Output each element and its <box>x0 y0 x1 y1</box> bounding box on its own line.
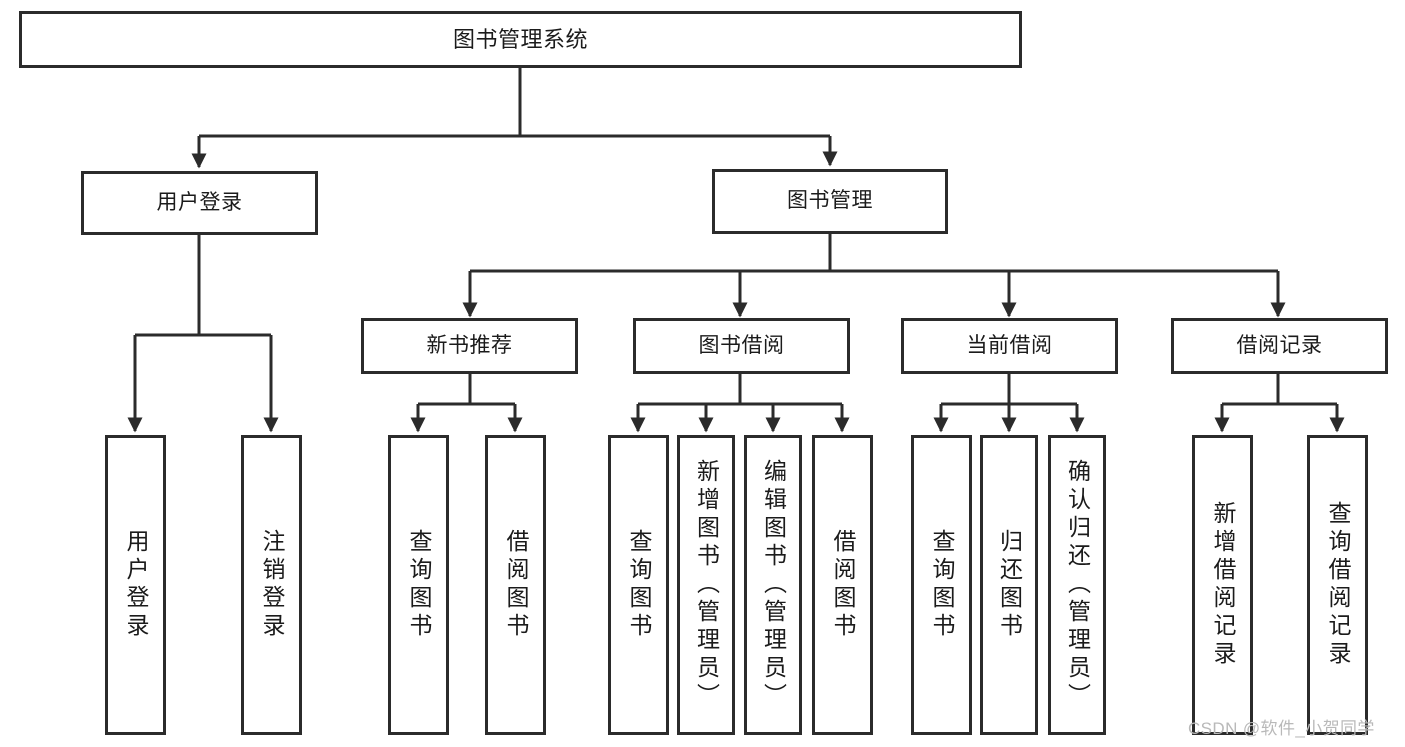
node-book-borrow[interactable]: 图书借阅 <box>633 318 850 374</box>
node-new-book-recommend[interactable]: 新书推荐 <box>361 318 578 374</box>
leaf-current-borrow-confirm[interactable]: 确认归还（管理员） <box>1048 435 1106 735</box>
node-label: 编辑图书（管理员） <box>760 459 787 711</box>
node-book-management[interactable]: 图书管理 <box>712 169 948 234</box>
leaf-book-borrow-edit[interactable]: 编辑图书（管理员） <box>744 435 802 735</box>
leaf-borrow-record-add[interactable]: 新增借阅记录 <box>1192 435 1253 735</box>
leaf-new-book-query[interactable]: 查询图书 <box>388 435 449 735</box>
leaf-book-borrow-query[interactable]: 查询图书 <box>608 435 669 735</box>
node-label: 借阅图书 <box>830 529 856 641</box>
node-label: 新增借阅记录 <box>1210 501 1236 669</box>
leaf-book-borrow-add[interactable]: 新增图书（管理员） <box>677 435 735 735</box>
node-label: 借阅记录 <box>1236 333 1323 357</box>
node-label: 图书管理系统 <box>452 26 588 52</box>
leaf-current-borrow-query[interactable]: 查询图书 <box>911 435 972 735</box>
node-label: 新书推荐 <box>426 333 513 357</box>
leaf-borrow-record-query[interactable]: 查询借阅记录 <box>1307 435 1368 735</box>
node-user-login[interactable]: 用户登录 <box>81 171 318 235</box>
leaf-current-borrow-return[interactable]: 归还图书 <box>980 435 1038 735</box>
node-label: 查询图书 <box>626 529 652 641</box>
node-label: 查询图书 <box>929 529 955 641</box>
node-label: 注销登录 <box>259 529 285 641</box>
csdn-watermark: CSDN @软件_小贺同学 <box>1188 719 1375 738</box>
node-borrow-record[interactable]: 借阅记录 <box>1171 318 1388 374</box>
node-root-system[interactable]: 图书管理系统 <box>19 11 1022 68</box>
node-label: 查询图书 <box>406 529 432 641</box>
node-label: 新增图书（管理员） <box>693 459 720 711</box>
node-label: 用户登录 <box>123 529 149 641</box>
node-label: 借阅图书 <box>503 529 529 641</box>
node-label: 用户登录 <box>156 190 243 214</box>
node-label: 查询借阅记录 <box>1325 501 1351 669</box>
node-label: 图书管理 <box>787 189 873 213</box>
leaf-user-login-login[interactable]: 用户登录 <box>105 435 166 735</box>
node-label: 归还图书 <box>996 529 1023 641</box>
node-label: 确认归还（管理员） <box>1064 459 1091 711</box>
leaf-user-login-logout[interactable]: 注销登录 <box>241 435 302 735</box>
node-label: 当前借阅 <box>966 333 1053 357</box>
leaf-book-borrow-borrow[interactable]: 借阅图书 <box>812 435 873 735</box>
leaf-new-book-borrow[interactable]: 借阅图书 <box>485 435 546 735</box>
node-label: 图书借阅 <box>698 333 785 357</box>
node-current-borrow[interactable]: 当前借阅 <box>901 318 1118 374</box>
